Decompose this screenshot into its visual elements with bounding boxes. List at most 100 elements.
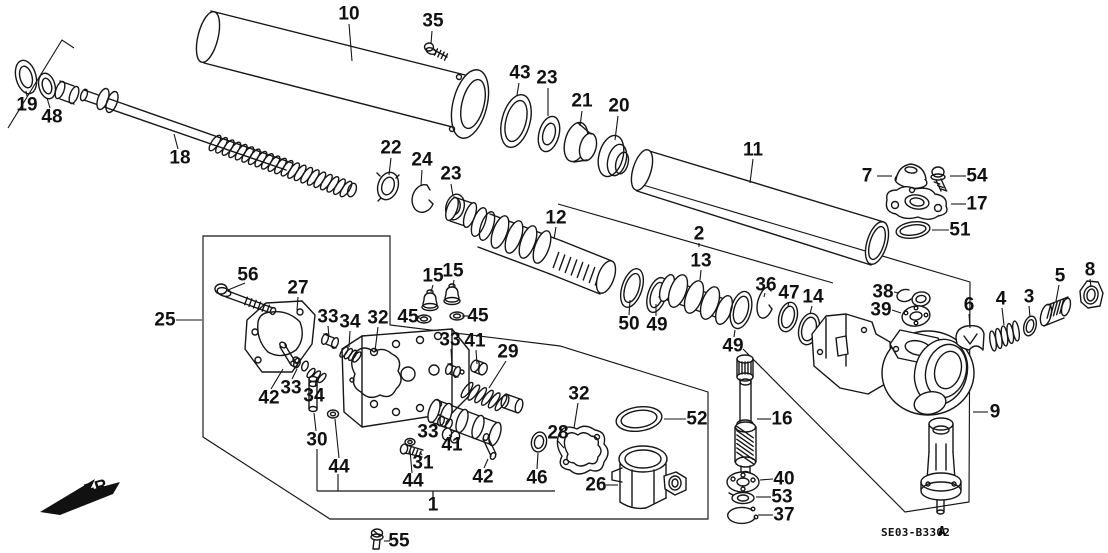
part-7-cap-drawing <box>894 163 928 189</box>
callout-label-54-17: 54 <box>966 166 988 187</box>
callout-leader-32-41 <box>573 402 579 429</box>
part-46-oring-drawing <box>530 431 548 453</box>
callout-label-11-15: 11 <box>743 140 764 161</box>
callout-leader-19-0 <box>25 90 28 97</box>
part-17-plate-drawing <box>885 186 948 220</box>
callout-label-19-0: 19 <box>16 95 37 116</box>
part-5-screw-plug-drawing <box>1039 296 1072 327</box>
callout-leader-30-58 <box>313 412 317 432</box>
callout-label-27-44: 27 <box>287 278 308 299</box>
part-16-pinion-shaft-drawing <box>734 354 757 478</box>
part-32-28-gasket-drawing <box>556 425 609 475</box>
part-24-lockwasher-drawing <box>411 183 434 213</box>
part-45-washers-drawing <box>416 311 465 324</box>
part-53-washer-drawing <box>728 491 755 505</box>
callout-label-46-65: 46 <box>526 468 547 489</box>
callout-label-44-59: 44 <box>328 457 350 478</box>
callout-leader-15-45 <box>430 284 434 293</box>
callout-leader-35-4 <box>430 30 433 45</box>
part-39-bearing-drawing <box>901 305 931 327</box>
callout-label-12-12: 12 <box>545 208 566 229</box>
callout-leader-44-63 <box>409 449 413 474</box>
part-44-washers-drawing <box>326 409 416 447</box>
callout-label-15-45: 15 <box>422 266 444 287</box>
callout-leader-33-52 <box>450 348 453 367</box>
callout-label-33-56: 33 <box>280 378 301 399</box>
fr-arrow-icon <box>40 479 120 515</box>
callout-label-49-32: 49 <box>722 336 743 357</box>
callout-label-23-11: 23 <box>440 164 461 185</box>
callout-label-24-10: 24 <box>411 150 433 171</box>
part-23-bearing-drawing <box>537 115 561 153</box>
part-19-ring-drawing <box>14 59 38 95</box>
callout-leader-23-11 <box>450 183 454 197</box>
part-21-bushing-drawing <box>563 121 598 163</box>
part-3-ring-drawing <box>1022 315 1038 337</box>
part-37-snapring-drawing <box>727 506 759 525</box>
callout-label-15-46: 15 <box>442 261 464 282</box>
callout-label-3-27: 3 <box>1024 287 1035 308</box>
callout-leader-14-22 <box>809 305 813 315</box>
callout-label-6-25: 6 <box>964 295 975 316</box>
part-11-cylinder-tube-drawing <box>630 149 890 266</box>
callout-leader-21-7 <box>579 110 583 127</box>
part-20-spring-seat-drawing <box>597 134 630 178</box>
part-51-oring-drawing <box>895 221 931 239</box>
callout-leader-33-60 <box>430 422 439 426</box>
callout-leader-49-32 <box>733 329 736 338</box>
callout-label-20-8: 20 <box>608 96 629 117</box>
rack-piston-group-bracket <box>557 203 834 284</box>
part-54-bolt-drawing <box>930 166 948 192</box>
callout-label-23-6: 23 <box>536 68 557 89</box>
callout-label-44-63: 44 <box>402 471 424 492</box>
part-8-nut-drawing <box>1079 280 1104 309</box>
callout-leader-31-62 <box>419 451 423 456</box>
callout-label-33-52: 33 <box>439 330 460 351</box>
callout-leader-38-23 <box>893 291 900 294</box>
part-26-sensor-body-drawing <box>611 445 687 510</box>
callout-leader-4-26 <box>1001 307 1005 326</box>
part-38-snapring-drawing <box>896 288 931 307</box>
callout-label-18-2: 18 <box>169 148 190 169</box>
callout-label-7-16: 7 <box>862 166 873 187</box>
callout-label-28-40: 28 <box>547 423 568 444</box>
callout-leader-28-40 <box>557 440 565 449</box>
callout-label-41-61: 41 <box>441 435 463 456</box>
callout-leader-6-25 <box>968 313 971 329</box>
callout-leader-44-59 <box>334 418 340 459</box>
callout-label-22-9: 22 <box>380 138 401 159</box>
callout-label-16-34: 16 <box>771 409 792 430</box>
part-42b-pin-drawing <box>482 432 497 461</box>
callout-label-48-1: 48 <box>41 107 62 128</box>
callout-leader-41-53 <box>475 349 478 365</box>
callout-leader-29-54 <box>488 360 507 389</box>
callout-label-33-49: 33 <box>317 307 338 328</box>
part-35-bolt-drawing <box>423 42 449 61</box>
part-40-bearing-drawing <box>726 471 760 493</box>
callout-leader-34-57 <box>314 376 318 388</box>
callout-label-34-50: 34 <box>339 312 361 333</box>
part-56-bolt-drawing <box>214 283 277 316</box>
part-55-screw-drawing <box>370 528 384 550</box>
callout-label-10-3: 10 <box>338 4 359 25</box>
callout-label-33-60: 33 <box>417 422 438 443</box>
part-6-rack-guide-drawing <box>955 324 985 351</box>
callout-leader-12-12 <box>553 226 557 240</box>
callout-leader-5-28 <box>1055 284 1060 302</box>
callout-leader-56-42 <box>227 282 246 291</box>
callout-leader-46-65 <box>536 452 539 470</box>
part-48-ring-drawing <box>37 72 57 100</box>
callout-label-1-66: 1 <box>428 495 439 516</box>
part-18-rack-drawing <box>54 80 358 198</box>
callout-leader-3-27 <box>1028 305 1031 318</box>
callout-label-32-51: 32 <box>367 308 388 329</box>
part-22-locknut-drawing <box>376 171 400 202</box>
callout-label-13-14: 13 <box>690 251 711 272</box>
diagram-code: SE03-B3302 A <box>881 525 950 540</box>
callout-label-35-4: 35 <box>422 11 444 32</box>
callout-label-8-29: 8 <box>1085 260 1096 281</box>
callout-label-17-18: 17 <box>966 194 987 215</box>
assembly-1-bracket <box>316 449 555 497</box>
callout-label-45-47: 45 <box>397 307 419 328</box>
